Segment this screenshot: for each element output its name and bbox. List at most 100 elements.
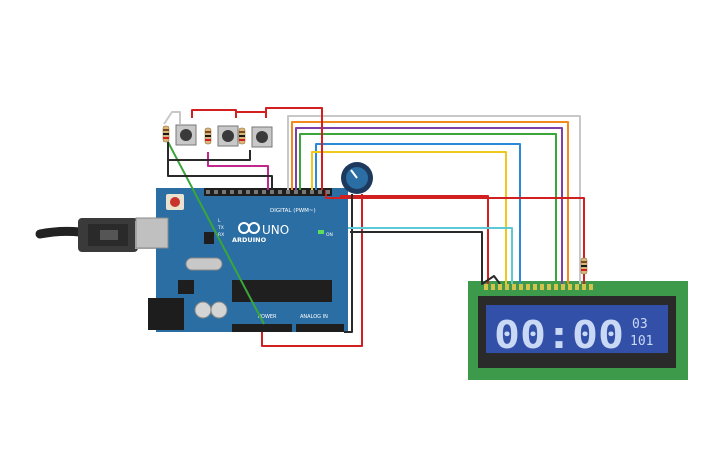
- resistor-band: [239, 139, 245, 141]
- microcontroller-chip: [232, 280, 332, 302]
- wires: [163, 107, 585, 347]
- power-label: POWER: [258, 314, 277, 320]
- resistor-band: [581, 269, 587, 271]
- lcd-pin: [484, 284, 488, 290]
- digital-pin: [310, 190, 314, 194]
- resistor: [162, 125, 170, 143]
- lcd-line1-big: 00:00: [494, 313, 624, 357]
- digital-label: DIGITAL (PWM~): [270, 208, 316, 214]
- capacitor: [194, 301, 212, 319]
- resistor-band: [163, 133, 169, 135]
- lcd-pin: [582, 284, 586, 290]
- digital-pin: [286, 190, 290, 194]
- power-header: [232, 324, 292, 332]
- model-label: UNO: [262, 223, 289, 237]
- wire: [191, 109, 237, 118]
- wire: [207, 152, 269, 190]
- lcd-pin: [554, 284, 558, 290]
- digital-header: [204, 188, 332, 196]
- resistor: [238, 127, 246, 145]
- digital-pin: [230, 190, 234, 194]
- wire: [287, 115, 581, 284]
- resistor-band: [581, 265, 587, 267]
- digital-pin: [326, 190, 330, 194]
- wire: [299, 133, 557, 284]
- lcd-pin: [498, 284, 502, 290]
- digital-pins: [206, 190, 330, 194]
- wire: [291, 121, 569, 284]
- wire: [265, 107, 323, 190]
- digital-pin: [318, 190, 322, 194]
- lcd-pin: [505, 284, 509, 290]
- wire: [167, 150, 251, 161]
- digital-pin: [254, 190, 258, 194]
- wire: [167, 141, 265, 325]
- wire: [348, 227, 513, 284]
- lcd-pin: [533, 284, 537, 290]
- rx-label: RX: [218, 232, 224, 238]
- lcd-pin: [512, 284, 516, 290]
- pushbutton-2[interactable]: [217, 125, 239, 147]
- lcd-pins: [484, 284, 593, 290]
- resistor-band: [239, 131, 245, 133]
- wire: [235, 111, 267, 118]
- wire: [340, 195, 489, 284]
- lcd-16x2-module[interactable]: 00:00 03 101: [468, 281, 688, 380]
- resistor-band: [581, 261, 587, 263]
- potentiometer[interactable]: [341, 162, 373, 194]
- pushbutton-3[interactable]: [251, 126, 273, 148]
- lcd-screen: [486, 305, 668, 353]
- wire: [350, 231, 501, 285]
- lcd-pin: [547, 284, 551, 290]
- pushbutton-1[interactable]: [175, 124, 197, 146]
- wire: [344, 194, 353, 333]
- power-jack: [148, 298, 184, 330]
- lcd-line1-small: 03: [632, 317, 648, 332]
- resistor-band: [205, 135, 211, 137]
- resistor-band: [163, 129, 169, 131]
- digital-pin: [294, 190, 298, 194]
- digital-pin: [222, 190, 226, 194]
- lcd-pin: [519, 284, 523, 290]
- infinity-logo-icon: [238, 222, 260, 234]
- l-label: L: [218, 218, 221, 224]
- wire: [261, 194, 363, 347]
- lcd-pin: [575, 284, 579, 290]
- digital-pin: [302, 190, 306, 194]
- crystal: [185, 257, 223, 271]
- usb-socket: [135, 217, 169, 249]
- lcd-pin: [491, 284, 495, 290]
- wire: [311, 151, 507, 284]
- lcd-pin: [561, 284, 565, 290]
- resistor: [580, 257, 588, 275]
- digital-pin: [246, 190, 250, 194]
- analog-label: ANALOG IN: [300, 314, 328, 320]
- resistor-band: [205, 131, 211, 133]
- lcd-pin: [589, 284, 593, 290]
- capacitor: [210, 301, 228, 319]
- analog-header: [296, 324, 344, 332]
- wire: [315, 143, 521, 284]
- resistor: [204, 127, 212, 145]
- digital-pin: [262, 190, 266, 194]
- arduino-uno-board[interactable]: ARDUINO UNO DIGITAL (PWM~) ANALOG IN POW…: [135, 188, 348, 332]
- wire: [163, 111, 181, 125]
- lcd-line2-small: 101: [630, 334, 653, 349]
- lcd-pin: [568, 284, 572, 290]
- on-label: ON: [326, 232, 333, 238]
- digital-pin: [206, 190, 210, 194]
- lcd-pin: [540, 284, 544, 290]
- digital-pin: [278, 190, 282, 194]
- digital-pin: [214, 190, 218, 194]
- resistors: [162, 125, 588, 275]
- digital-pin: [270, 190, 274, 194]
- lcd-pin: [526, 284, 530, 290]
- wire: [325, 190, 585, 284]
- tx-label: TX: [217, 225, 224, 231]
- resistor-band: [163, 137, 169, 139]
- resistor-band: [205, 139, 211, 141]
- wire: [295, 127, 563, 284]
- resistor-band: [239, 135, 245, 137]
- digital-pin: [238, 190, 242, 194]
